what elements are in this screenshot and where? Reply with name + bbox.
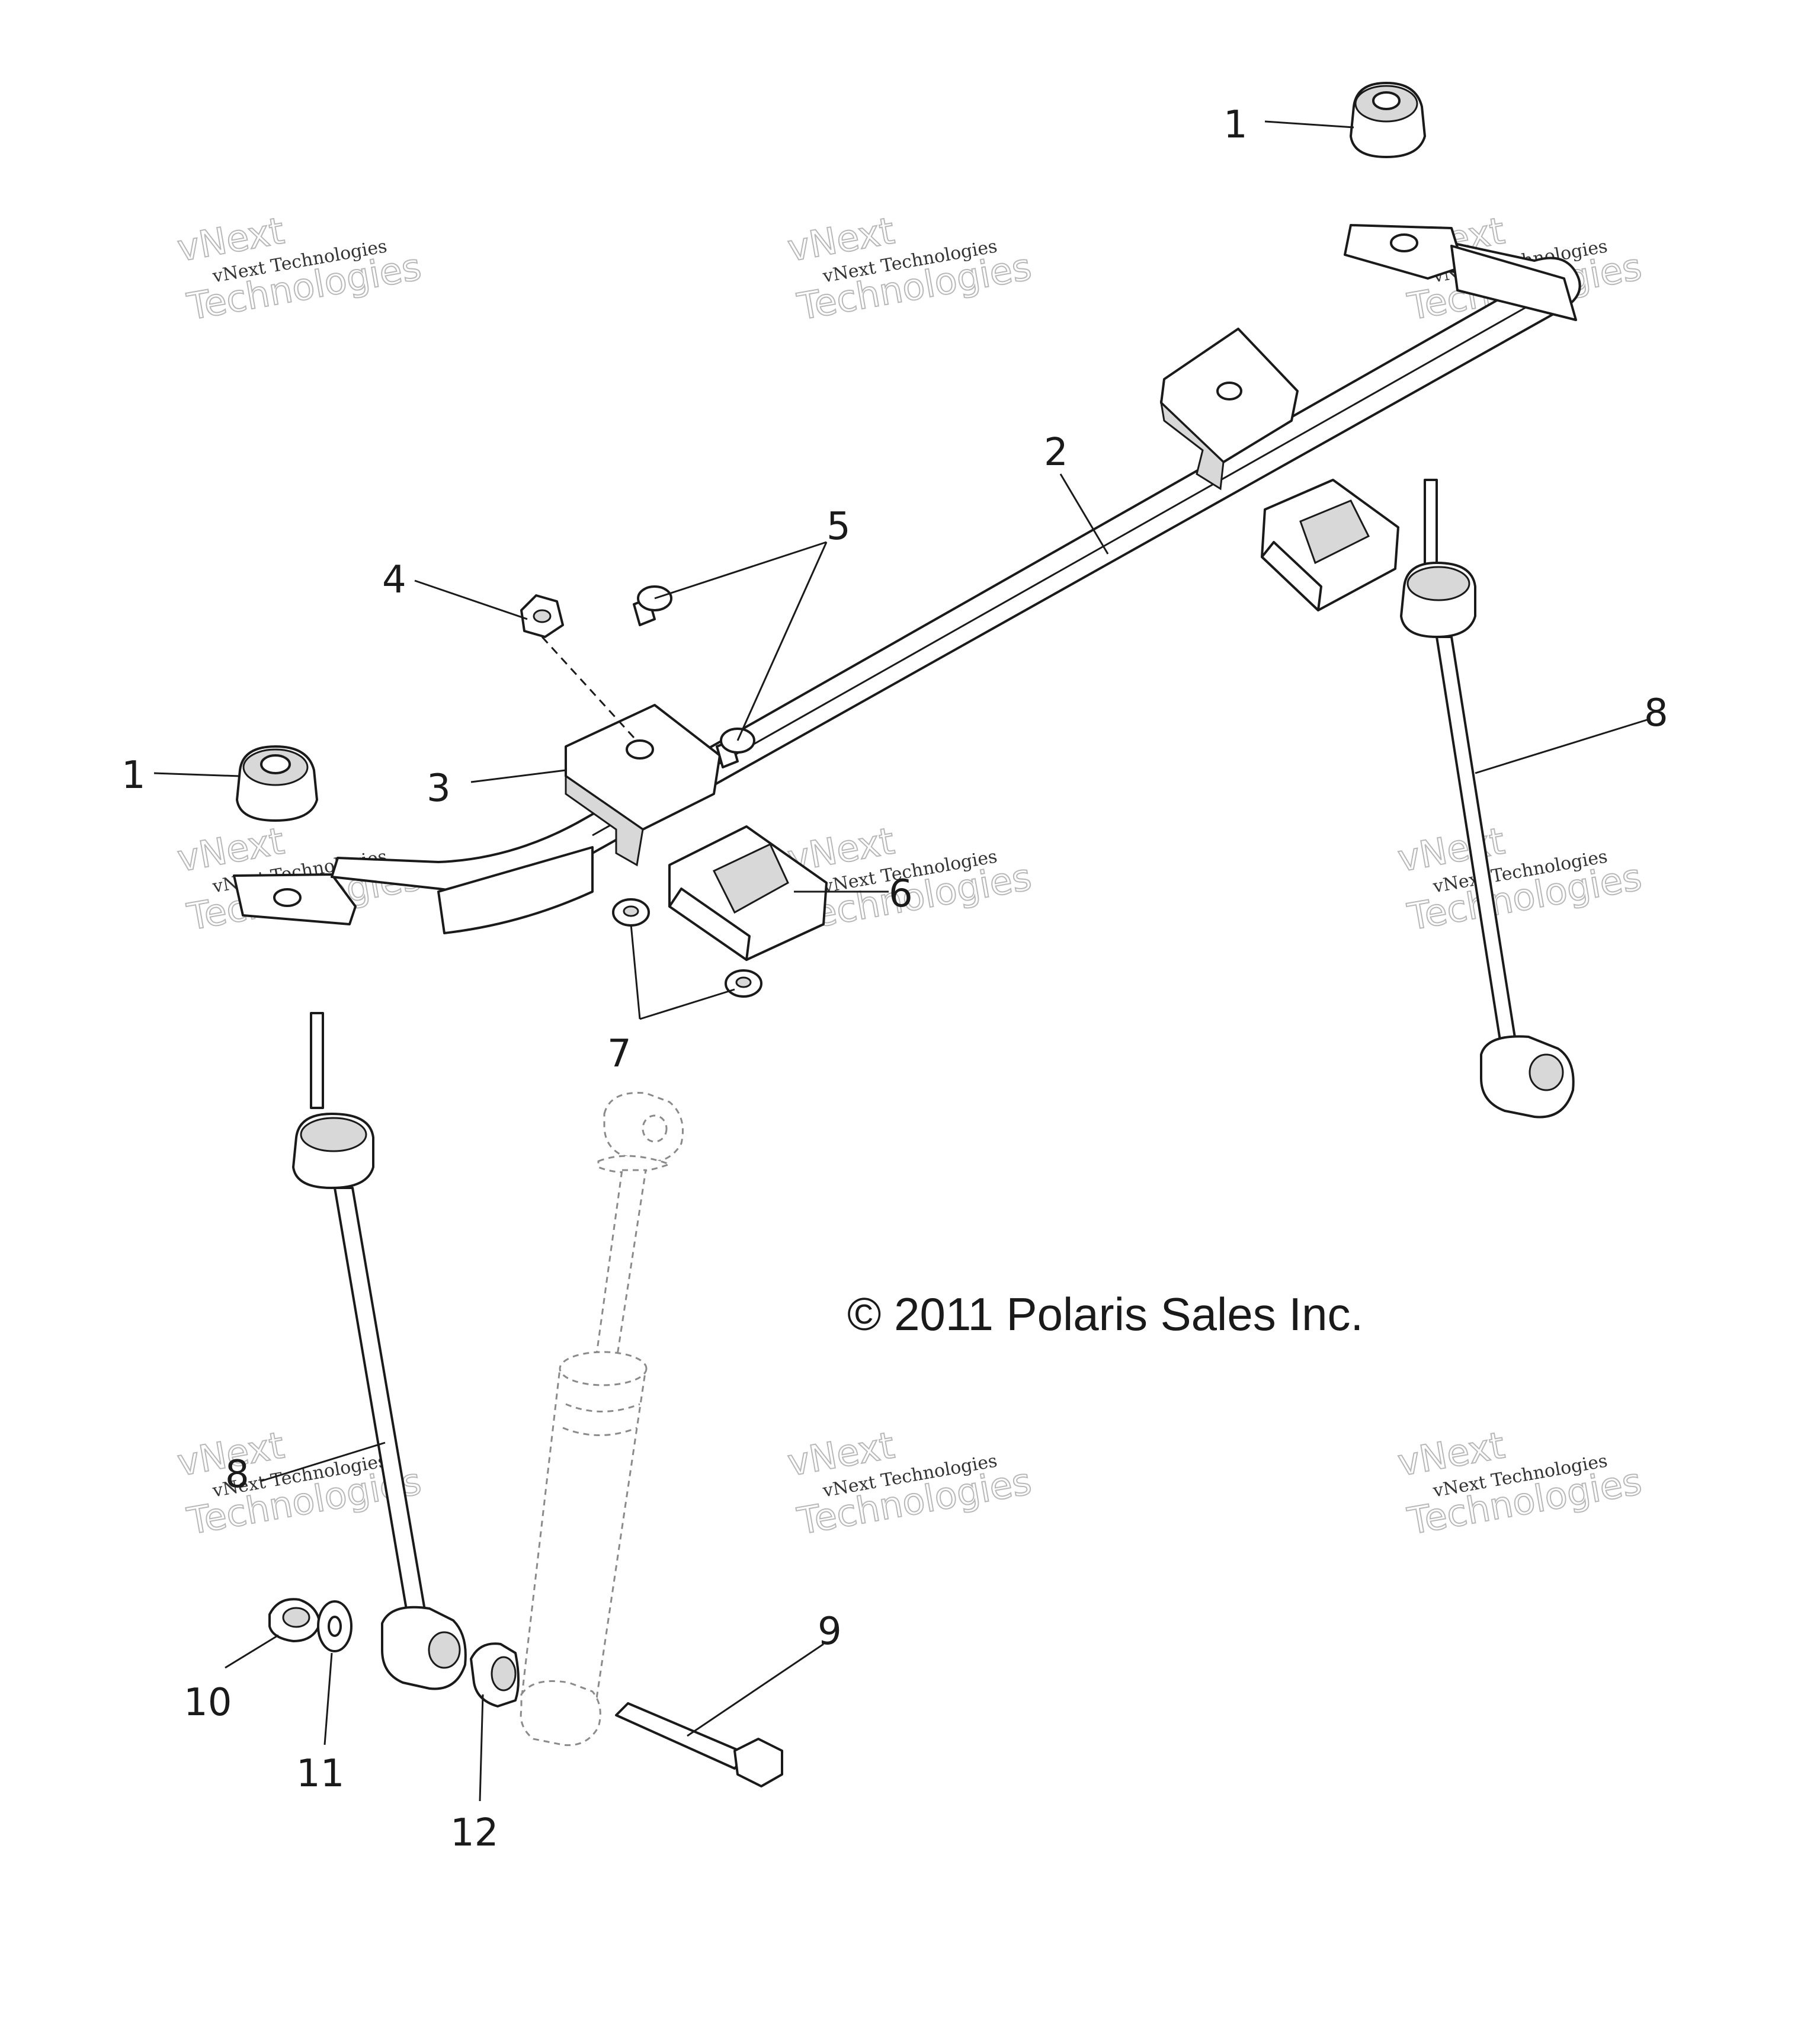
washer-hole [328,1616,342,1637]
rod-top-bushing-face [1406,566,1470,601]
clamp-bracket-lower-right [1261,479,1399,611]
shock-top-eye-hole [642,1114,668,1143]
clamp-side [1159,400,1225,491]
leader-10 [225,1634,279,1669]
washer-lower-part-7 [725,969,762,998]
washer-hole [623,905,639,917]
callout-7: 7 [607,1032,632,1076]
callout-6: 6 [889,872,913,916]
watermark-low-center: vNext vNext Technologies Technologies [784,1423,1035,1543]
clamp-side [1261,541,1322,611]
shock-bottom-eye [520,1680,601,1747]
watermark-top-left: vNext vNext Technologies Technologies [174,208,425,329]
rod-stud [310,1012,324,1109]
nut-hole [533,609,552,623]
rod-shaft [334,1187,428,1625]
leader-9 [687,1643,824,1737]
link-rod-right [1400,479,1575,1119]
shock-body-top [559,1351,648,1386]
clamp-side [565,774,644,867]
callout-1-top: 1 [1223,103,1248,147]
watermark-top-center: vNext vNext Technologies Technologies [784,208,1035,329]
rod-stud [1424,479,1438,576]
shock-top-plate [597,1155,672,1174]
callout-8-right: 8 [1644,691,1668,735]
stabilizer-bar [233,224,1581,934]
leader-5b [736,542,828,741]
leader-lines [153,120,1648,1802]
callout-3: 3 [427,767,451,810]
bar-right-end-hole [1390,233,1418,252]
bolt-part-9 [615,1702,783,1787]
callout-4: 4 [382,558,406,602]
leader-11 [323,1652,333,1745]
bushing-top-right [1350,82,1426,158]
link-rod-left [292,1012,467,1690]
leader-7a [630,924,641,1020]
clamp-bracket-lower-left [668,825,828,961]
rod-bottom-eye-hole [428,1631,461,1669]
nut-part-4 [520,594,635,739]
leader-8-left [260,1441,386,1482]
nut-part-10 [268,1598,321,1642]
bushing-hole [260,754,291,774]
watermark-mid-right: vNext vNext Technologies Technologies [1394,818,1645,939]
spacer-part-12 [470,1642,520,1707]
bar-right-sleeve [1450,245,1577,321]
bolt-shank [615,1702,748,1770]
leader-7b [639,988,735,1020]
washer-hole [735,976,752,988]
washer-upper-part-7 [612,898,650,927]
leader-4 [414,579,528,620]
leader-1-top [1264,120,1354,129]
leader-5a [654,541,827,600]
callout-9: 9 [818,1610,842,1654]
clamp-hole [626,739,654,760]
leader-3 [470,769,566,783]
rod-bottom-eye-hole [1529,1053,1564,1091]
washer-part-11 [317,1600,353,1652]
clamp-slot [1299,499,1370,565]
callout-12: 12 [450,1811,498,1855]
bushing-left [236,745,318,822]
bushing-hole [1372,91,1401,110]
watermark-low-right: vNext vNext Technologies Technologies [1394,1423,1645,1543]
copyright-notice: © 2011 Polaris Sales Inc. [847,1288,1363,1340]
shock-ring-1 [565,1403,640,1412]
nut-face [282,1607,310,1628]
rod-top-bushing-face [300,1117,367,1152]
spacer-hole [491,1656,517,1691]
shock-ring-2 [562,1427,637,1436]
assembly-dash-line [541,636,635,739]
clamp-slot [712,842,789,914]
callout-2: 2 [1044,431,1068,475]
clamp-side [668,888,751,961]
leader-2 [1059,473,1109,555]
callout-8-left: 8 [225,1453,249,1497]
clamp-hole [1216,382,1242,401]
shock-piston-rod [594,1169,647,1364]
shock-body [520,1357,647,1713]
bar-left-sleeve [437,846,594,934]
callout-11: 11 [296,1752,344,1796]
callout-5: 5 [826,505,851,549]
callout-1-left: 1 [121,754,146,797]
leader-1-left [153,772,241,777]
callout-10: 10 [184,1681,232,1725]
leader-12 [479,1694,484,1802]
shock-absorber [520,1091,684,1747]
clamp-bracket-upper-left [565,704,721,867]
bolt-head [733,1738,783,1787]
clamp-bracket-upper-right [1159,328,1299,491]
screw-upper-part-5 [633,585,672,626]
bar-left-end-hole [273,888,302,907]
leader-8-right [1475,719,1648,774]
callout-labels: 1 1 2 3 4 5 6 7 8 8 9 10 11 12 [121,103,1668,1855]
